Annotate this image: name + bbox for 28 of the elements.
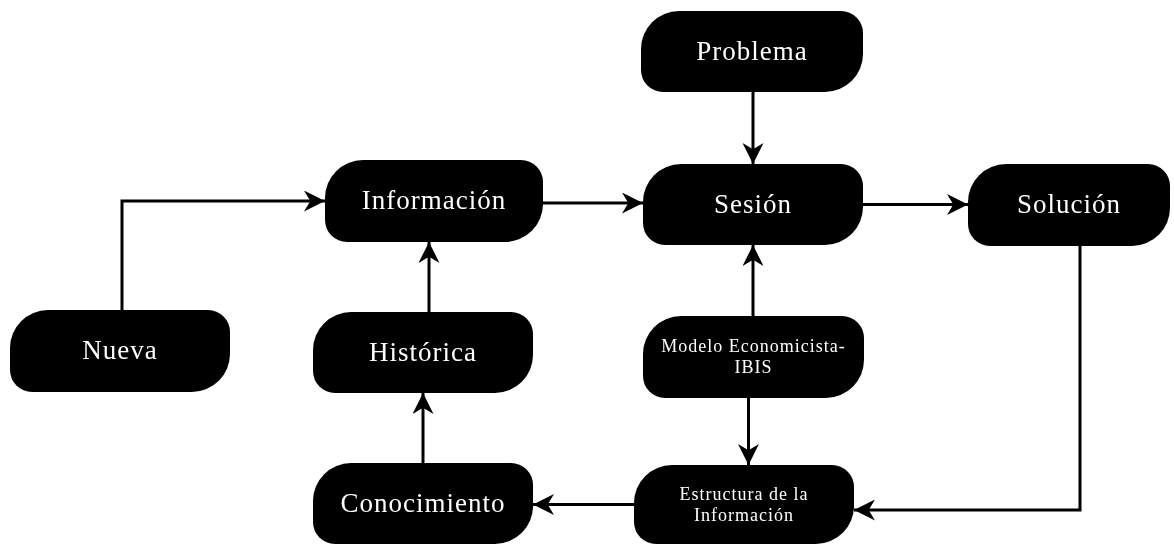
node-label: Información (361, 185, 507, 217)
process-box (325, 160, 543, 242)
arrow (738, 398, 759, 465)
node-label: Histórica (369, 336, 477, 368)
arrow (418, 242, 440, 312)
arrow (742, 92, 764, 164)
process-box (968, 164, 1170, 246)
node-label: Estructura de la Información (678, 483, 810, 526)
arrow (854, 246, 1082, 521)
arrow (120, 190, 325, 310)
node-label: Problema (696, 35, 808, 67)
node-label: Solución (1017, 189, 1121, 221)
arrow (863, 194, 968, 215)
node-label: Modelo Economicista-IBIS (660, 336, 847, 378)
arrow (412, 393, 434, 463)
process-box (643, 316, 864, 398)
process-box (313, 312, 533, 393)
arrow (533, 494, 634, 515)
node-label: Conocimiento (340, 487, 506, 519)
process-box (10, 310, 230, 392)
arrow (543, 192, 643, 214)
process-box (643, 164, 863, 245)
node-label: Nueva (82, 335, 158, 367)
process-box (641, 11, 863, 92)
arrow (742, 245, 764, 316)
process-box (313, 463, 533, 544)
node-label: Sesión (714, 188, 792, 220)
process-box (634, 465, 854, 544)
